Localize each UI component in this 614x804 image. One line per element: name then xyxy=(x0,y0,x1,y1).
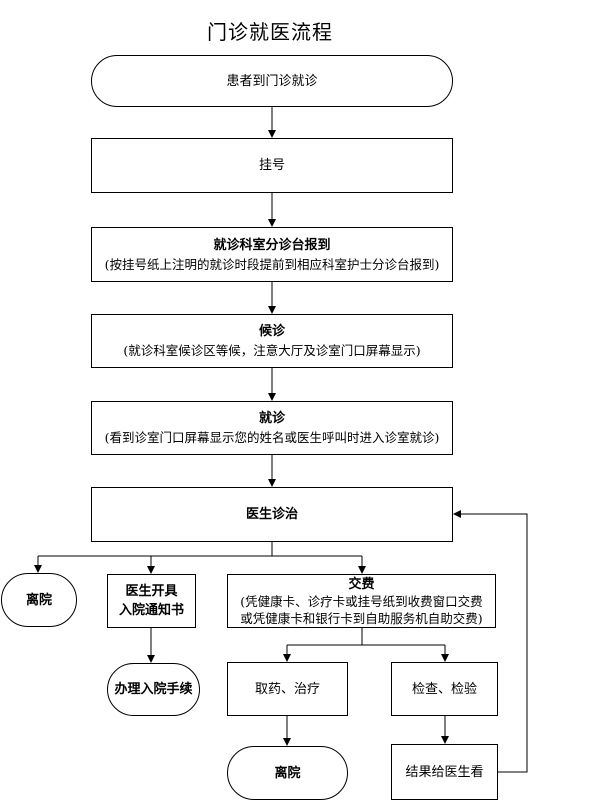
node-arrive: 患者到门诊就诊 xyxy=(91,55,453,107)
node-checkin-detail: (按挂号纸上注明的就诊时段提前到相应科室护士分诊台报到) xyxy=(104,256,440,272)
node-admission-procedure-label: 办理入院手续 xyxy=(114,682,193,697)
node-results-label: 结果给医生看 xyxy=(405,764,484,780)
node-checkin-title: 就诊科室分诊台报到 xyxy=(213,237,331,253)
node-consult-title: 就诊 xyxy=(258,411,285,426)
node-arrive-label: 患者到门诊就诊 xyxy=(226,73,318,89)
node-payment-detail-line2: 或凭健康卡和银行卡到自助服务机自助交费) xyxy=(240,610,483,626)
node-checkin: 就诊科室分诊台报到 (按挂号纸上注明的就诊时段提前到相应科室护士分诊台报到) xyxy=(91,227,453,282)
node-wait: 候诊 (就诊科室候诊区等候，注意大厅及诊室门口屏幕显示) xyxy=(91,314,453,368)
node-admission-notice-line1: 医生开具 xyxy=(125,584,178,599)
node-admission-procedure: 办理入院手续 xyxy=(107,663,200,716)
node-medicine-label: 取药、治疗 xyxy=(254,681,320,697)
node-register: 挂号 xyxy=(91,138,453,193)
node-payment: 交费 (凭健康卡、诊疗卡或挂号纸到收费窗口交费 或凭健康卡和银行卡到自助服务机自… xyxy=(227,574,496,628)
node-diagnosis: 医生诊治 xyxy=(91,487,453,542)
arrow-results-back-to-diagnosis xyxy=(453,510,528,773)
node-consult-detail: (看到诊室门口屏幕显示您的姓名或医生呼叫时进入诊室就诊) xyxy=(104,430,440,445)
node-wait-title: 候诊 xyxy=(258,324,285,339)
node-diagnosis-label: 医生诊治 xyxy=(245,507,298,522)
page-title: 门诊就医流程 xyxy=(207,20,333,44)
node-results: 结果给医生看 xyxy=(391,744,498,800)
node-admission-notice-line2: 入院通知书 xyxy=(118,603,184,618)
node-payment-detail-line1: (凭健康卡、诊疗卡或挂号纸到收费窗口交费 xyxy=(240,593,483,609)
node-register-label: 挂号 xyxy=(258,158,285,173)
node-medicine: 取药、治疗 xyxy=(227,662,348,716)
node-consult: 就诊 (看到诊室门口屏幕显示您的姓名或医生呼叫时进入诊室就诊) xyxy=(91,401,453,455)
node-wait-detail: (就诊科室候诊区等候，注意大厅及诊室门口屏幕显示) xyxy=(123,343,421,358)
node-payment-title: 交费 xyxy=(348,576,375,592)
node-leave-1-label: 离院 xyxy=(25,592,52,608)
node-leave-2: 离院 xyxy=(227,746,348,800)
node-exam: 检查、检验 xyxy=(391,662,498,716)
node-admission-notice: 医生开具 入院通知书 xyxy=(107,574,196,628)
node-exam-label: 检查、检验 xyxy=(411,681,477,697)
node-leave-1: 离院 xyxy=(1,573,77,627)
node-leave-2-label: 离院 xyxy=(274,765,301,781)
